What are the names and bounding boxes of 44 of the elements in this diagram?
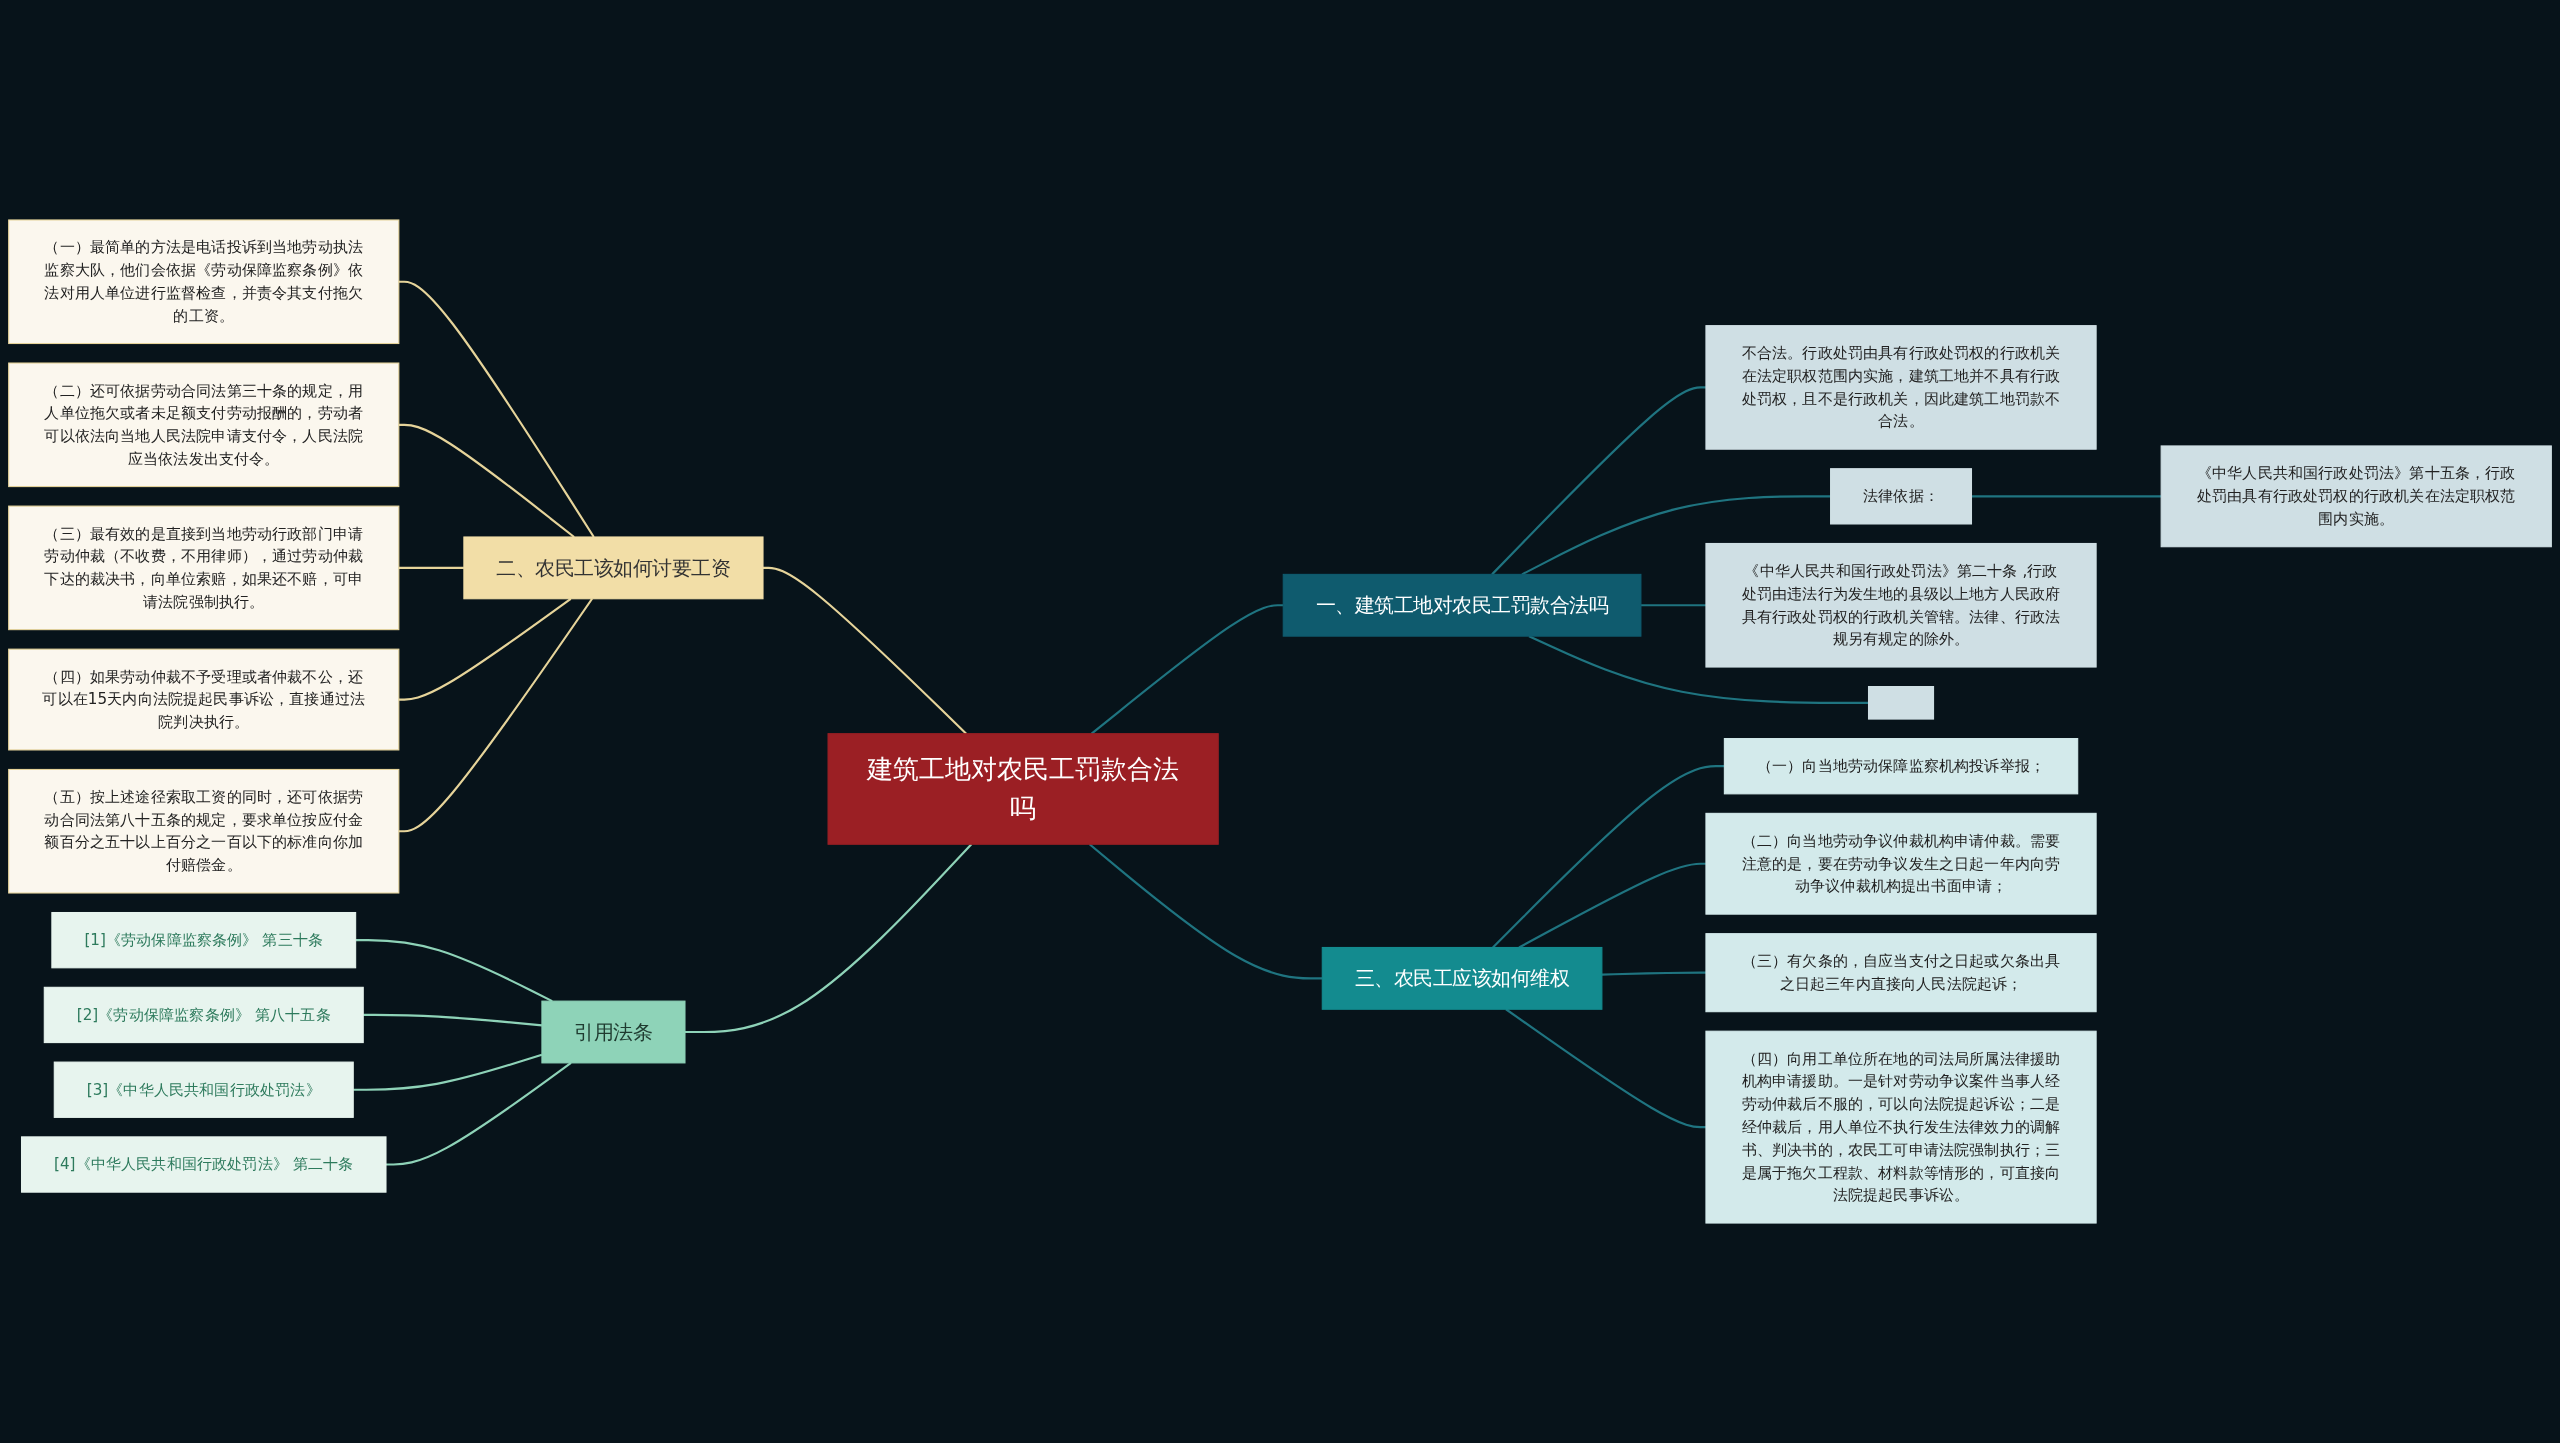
connector <box>398 280 595 538</box>
node-box: 不合法。行政处罚由具有行政处罚权的行政机关在法定职权范围内实施，建筑工地并不具有行政处罚权，且不是行政机关，因此建筑工地罚款不合法。 <box>1705 325 2097 450</box>
connector <box>398 423 575 538</box>
node-box: （五）按上述途径索取工资的同时，还可依据劳动合同法第八十五条的规定，要求单位按应付金额百分之五十以上百分之一百以下的标准向你加付赔偿金。 <box>8 768 400 894</box>
node-box: 《中华人民共和国行政处罚法》第十五条，行政处罚由具有行政处罚权的行政机关在法定职权范围内实施。 <box>2160 445 2552 548</box>
node-box: 引用法条 <box>541 1000 686 1064</box>
connector <box>355 939 553 1003</box>
connector <box>1601 971 1706 976</box>
connector <box>1505 1008 1706 1129</box>
node-box: （三）有欠条的，自应当支付之日起或欠条出具之日起三年内直接向人民法院起诉； <box>1705 933 2097 1013</box>
node-box: （一）最简单的方法是电话投诉到当地劳动执法监察大队，他们会依据《劳动保障监察条例》依法对用人单位进行监督检查，并责令其支付拖欠的工资。 <box>8 219 400 345</box>
connector <box>398 566 464 569</box>
node-box <box>1868 686 1935 720</box>
node-box: （四）如果劳动仲裁不予受理或者仲裁不公，还可以在15天内向法院提起民事诉讼，直接通过法院判决执行。 <box>8 648 400 751</box>
connector <box>1090 604 1284 735</box>
connector <box>1491 386 1706 576</box>
connector <box>363 1013 542 1027</box>
node-box: [4]《中华人民共和国行政处罚法》 第二十条 <box>21 1136 387 1193</box>
node-box: [1]《劳动保障监察条例》 第三十条 <box>51 912 357 969</box>
node-box: （二）还可依据劳动合同法第三十条的规定，用人单位拖欠或者未足额支付劳动报酬的，劳动者可以依法向当地人民法院申请支付令，人民法院应当依法发出支付令。 <box>8 362 400 488</box>
connector <box>1088 843 1323 980</box>
node-box: [3]《中华人民共和国行政处罚法》 <box>53 1061 354 1118</box>
node-box: （一）向当地劳动保障监察机构投诉举报； <box>1723 738 2079 795</box>
connector <box>398 597 572 701</box>
connector <box>1492 765 1725 949</box>
node-box: （二）向当地劳动争议仲裁机构申请仲裁。需要注意的是，要在劳动争议发生之日起一年内向劳动争议仲裁机构提出书面申请； <box>1705 812 2097 915</box>
connector <box>386 1062 572 1166</box>
connector <box>1640 604 1706 607</box>
connector <box>685 843 973 1034</box>
node-box: 一、建筑工地对农民工罚款合法吗 <box>1282 573 1642 637</box>
node-box: 《中华人民共和国行政处罚法》第二十条 ,行政处罚由违法行为发生地的县级以上地方人民政府具有行政处罚权的行政机关管辖。法律、行政法规另有规定的除外。 <box>1705 542 2097 668</box>
node-box: 二、农民工该如何讨要工资 <box>463 536 764 600</box>
connector <box>1518 862 1706 949</box>
connector <box>763 566 967 735</box>
connector <box>1971 495 2162 498</box>
connector <box>1521 495 1831 576</box>
node-box: （三）最有效的是直接到当地劳动行政部门申请劳动仲裁（不收费，不用律师），通过劳动仲裁下达的裁决书，向单位索赔，如果还不赔，可申请法院强制执行。 <box>8 505 400 631</box>
node-box: 法律依据： <box>1830 468 1972 525</box>
node-box: 三、农民工应该如何维权 <box>1321 946 1603 1010</box>
connector <box>1528 635 1869 704</box>
node-box: [2]《劳动保障监察条例》 第八十五条 <box>43 986 364 1044</box>
node-box: 建筑工地对农民工罚款合法吗 <box>827 733 1219 845</box>
connector <box>398 598 593 833</box>
node-box: （四）向用工单位所在地的司法局所属法律援助机构申请援助。一是针对劳动争议案件当事人经劳动仲裁后不服的，可以向法院提起诉讼；二是经仲裁后，用人单位不执行发生法律效力的调解书、判决书的，农民工可申请法院强制执行；三是属于拖欠工程款、材料款等情形的，可直接向法院提起民事诉讼。 <box>1705 1030 2097 1224</box>
